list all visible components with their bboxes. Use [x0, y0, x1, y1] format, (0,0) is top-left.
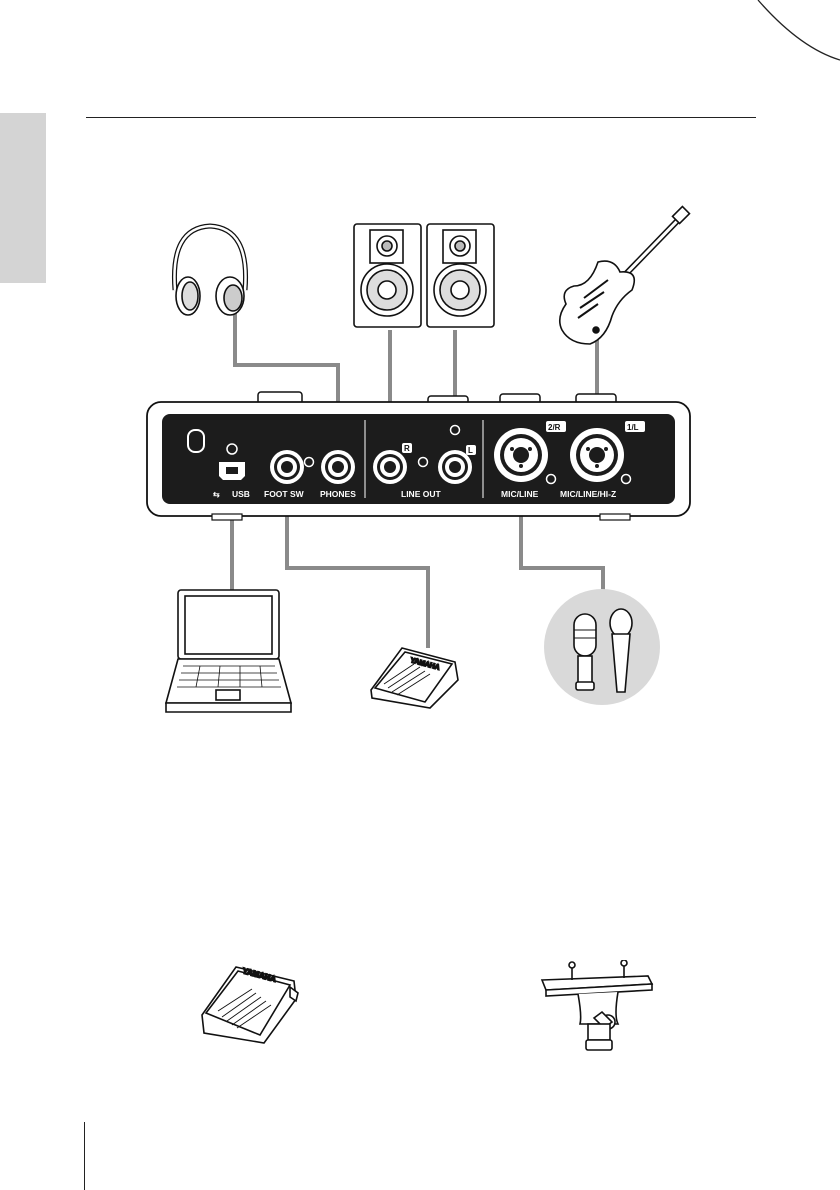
mic-line-label: MIC/LINE [501, 489, 539, 499]
mic-holder-clip-icon [538, 960, 658, 1055]
audio-interface-rear-panel: ⇆ USB FOOT SW PHONES R [147, 392, 690, 520]
mic-line-hiz-label: MIC/LINE/HI-Z [560, 489, 616, 499]
line-out-l-label: L [468, 446, 473, 455]
footswitch-pedal-icon: YAMAHA [371, 648, 458, 708]
phones-label: PHONES [320, 489, 356, 499]
laptop-icon [166, 590, 291, 712]
microphones-icon [544, 589, 660, 705]
speaker-right-icon [354, 224, 421, 327]
headphones-icon [174, 226, 245, 315]
ch2-label: 2/R [548, 423, 561, 432]
footsw-label: FOOT SW [264, 489, 305, 499]
footswitch-accessory-icon: YAMAHA [190, 955, 310, 1050]
electric-guitar-icon [560, 207, 690, 344]
line-out-r-label: R [404, 444, 410, 453]
svg-text:⇆: ⇆ [213, 490, 220, 499]
line-out-label: LINE OUT [401, 489, 441, 499]
phones-jack: PHONES [320, 450, 356, 499]
ch1-label: 1/L [627, 423, 639, 432]
speaker-left-icon [427, 224, 494, 327]
usb-label: USB [232, 489, 250, 499]
